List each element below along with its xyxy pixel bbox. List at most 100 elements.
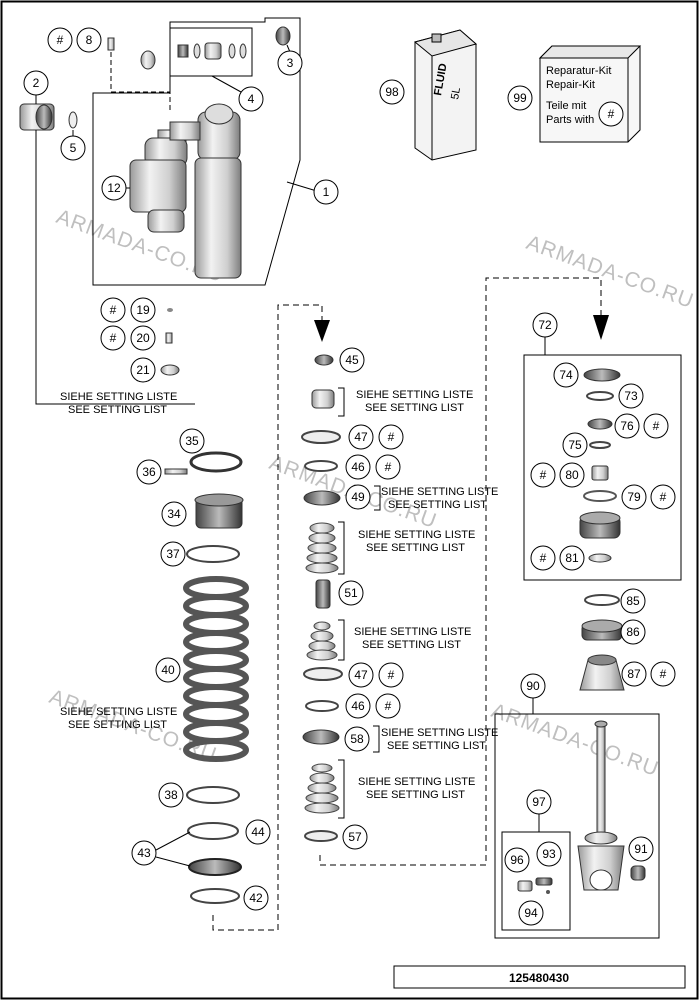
callout-51 — [338, 580, 364, 606]
callout-21-label: 21 — [136, 363, 150, 377]
callout-87-label: 87 — [627, 667, 641, 681]
shock-eye-hole — [204, 103, 234, 125]
callout-47b-label: 47 — [354, 668, 368, 682]
callout-99 — [507, 85, 533, 111]
callout-51-label: 51 — [344, 586, 358, 600]
hash-badge-79 — [650, 484, 676, 510]
hash-label: # — [57, 33, 64, 47]
callout-43-label: 43 — [137, 846, 151, 860]
drawing-number-box — [393, 965, 686, 989]
part-96 — [517, 880, 533, 892]
callout-45 — [339, 347, 365, 373]
piston-49-part — [303, 490, 341, 506]
bracket-1 — [338, 387, 345, 417]
washer-37-part — [186, 545, 240, 563]
callout-90-label: 90 — [526, 679, 540, 693]
fluid-can-top — [413, 29, 478, 57]
callout-90 — [520, 673, 546, 699]
callout-34-label: 34 — [167, 507, 181, 521]
reservoir-sleeve-12 — [129, 159, 187, 213]
damper-rod-90-group: 90 91 97 96 93 94 — [494, 673, 660, 939]
callout-79 — [621, 484, 647, 510]
hash-badge-81 — [530, 545, 556, 571]
callout-37 — [160, 541, 186, 567]
rod-collar — [584, 831, 618, 845]
leader-43a — [155, 831, 191, 851]
piston-58-part — [302, 729, 340, 745]
callout-85-label: 85 — [626, 594, 640, 608]
callout-36-label: 36 — [142, 465, 156, 479]
piston-kit-72-box — [523, 354, 682, 581]
callout-86 — [620, 619, 646, 645]
callout-85 — [620, 588, 646, 614]
callout-5-label: 5 — [70, 141, 77, 155]
washer-57-part — [304, 830, 338, 842]
callout-37-label: 37 — [166, 547, 180, 561]
callout-58-label: 58 — [350, 732, 364, 746]
bracket-49 — [374, 485, 381, 511]
piston-stack-group: 45 SIEHE SETTING LISTE SEE SETTING LIST … — [301, 347, 498, 850]
callout-12-label: 12 — [107, 181, 121, 195]
hash-badge-8 — [47, 27, 73, 53]
part-81 — [588, 553, 612, 563]
part-73 — [586, 391, 614, 401]
bushing-part — [204, 42, 222, 60]
callout-87 — [621, 661, 647, 687]
part-80 — [591, 465, 609, 481]
repair-kit-text-3: Teile mit — [546, 100, 586, 112]
callout-46b-label: 46 — [351, 699, 365, 713]
part-75 — [589, 441, 611, 449]
setting-en: SEE SETTING LIST — [387, 740, 486, 752]
small-parts-group: # 19 # 20 21 — [100, 297, 180, 383]
cap-part — [140, 50, 156, 70]
fluid-can-cap — [431, 33, 442, 43]
hash-label: # — [608, 107, 615, 121]
bracket-58 — [373, 725, 380, 753]
callout-8 — [76, 27, 102, 53]
part-74 — [583, 368, 621, 382]
seat-43-part — [188, 858, 242, 876]
ring-42-part — [190, 888, 240, 904]
part-93 — [535, 877, 553, 886]
callout-73 — [618, 383, 644, 409]
arrow-center — [314, 320, 330, 342]
hash-badge-99 — [598, 101, 624, 127]
spring-40-part — [183, 576, 249, 762]
seal-kit-4-box — [169, 27, 253, 77]
callout-57-label: 57 — [348, 830, 362, 844]
clevis-part — [577, 845, 625, 891]
callout-49-label: 49 — [351, 490, 365, 504]
setting-de: SIEHE SETTING LISTE — [356, 389, 473, 401]
callout-2 — [23, 70, 49, 96]
callout-1-label: 1 — [323, 185, 330, 199]
clevis-eye — [589, 869, 613, 891]
damper-rod-90-box — [494, 713, 660, 939]
o-ring-part — [228, 43, 236, 59]
callout-19-label: 19 — [136, 303, 150, 317]
shim-stack-1 — [311, 389, 335, 409]
shim-stack-2 — [305, 522, 339, 574]
shim-stack-4 — [304, 763, 340, 814]
ring-35-part — [189, 451, 243, 473]
callout-34 — [161, 501, 187, 527]
piston-kit-72-group: 72 74 73 76 # 75 # 80 79 # # 81 — [523, 312, 682, 581]
setting-note-2: SIEHE SETTING LISTE SEE SETTING LIST — [60, 391, 177, 416]
callout-99-label: 99 — [513, 91, 527, 105]
fluid-label: FLUID — [432, 62, 449, 96]
callout-72 — [532, 312, 558, 338]
adjuster-2-knob — [35, 104, 53, 130]
hash-label: # — [660, 667, 667, 681]
callout-44 — [245, 819, 271, 845]
callout-98 — [379, 79, 405, 105]
callout-19 — [130, 297, 156, 323]
setting-en: SEE SETTING LIST — [365, 402, 464, 414]
setting-en: SEE SETTING LIST — [366, 789, 465, 801]
callout-5 — [60, 135, 86, 161]
reservoir-bottom — [147, 209, 185, 233]
dashed-connector-center — [212, 304, 323, 931]
setting-de: SIEHE SETTING LISTE — [358, 529, 475, 541]
callout-46a — [345, 454, 371, 480]
arrow-right — [593, 315, 609, 340]
callout-4 — [238, 86, 264, 112]
